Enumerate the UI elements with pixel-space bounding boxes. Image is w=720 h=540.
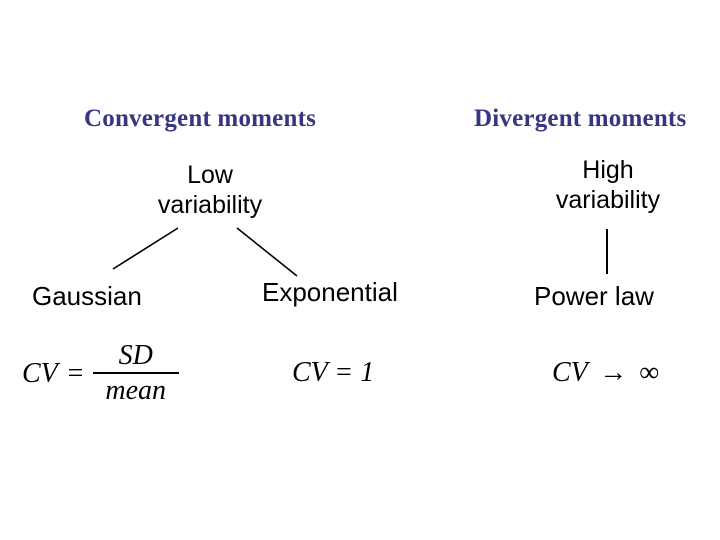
right-arrow-icon: → [599,357,628,388]
equation-cv-symbol-middle: CV [292,357,328,388]
equation-equals-middle: = [334,357,354,388]
equation-equals-left: = [65,358,85,389]
label-high-line1: High [582,156,634,184]
fraction-numerator-sd: SD [118,340,153,371]
label-exponential: Exponential [262,277,398,307]
equation-cv-symbol-left: CV [22,358,58,389]
label-power-law: Power law [534,281,654,311]
label-high-variability: High variability [528,155,688,215]
label-low-line1: Low [187,161,233,189]
equation-cv-sd-over-mean: CV = SD mean [22,340,179,408]
label-low-variability: Low variability [130,160,290,220]
fraction-sd-over-mean: SD mean [92,340,179,408]
label-high-line2: variability [555,186,661,214]
heading-divergent-moments: Divergent moments [474,105,687,132]
equation-cv-symbol-right: CV [552,357,588,388]
label-gaussian: Gaussian [32,281,142,311]
infinity-symbol: ∞ [639,357,660,388]
connector-low-to-exponential [236,227,298,277]
equation-cv-tends-to-infinity: CV → ∞ [552,357,659,389]
fraction-denominator-mean: mean [105,375,167,406]
equation-cv-equals-one: CV = 1 [292,357,374,389]
fraction-bar [92,372,179,374]
equation-value-one: 1 [360,357,375,388]
connector-low-to-gaussian [112,227,179,270]
heading-convergent-moments: Convergent moments [84,105,317,132]
label-low-line2: variability [157,191,263,219]
